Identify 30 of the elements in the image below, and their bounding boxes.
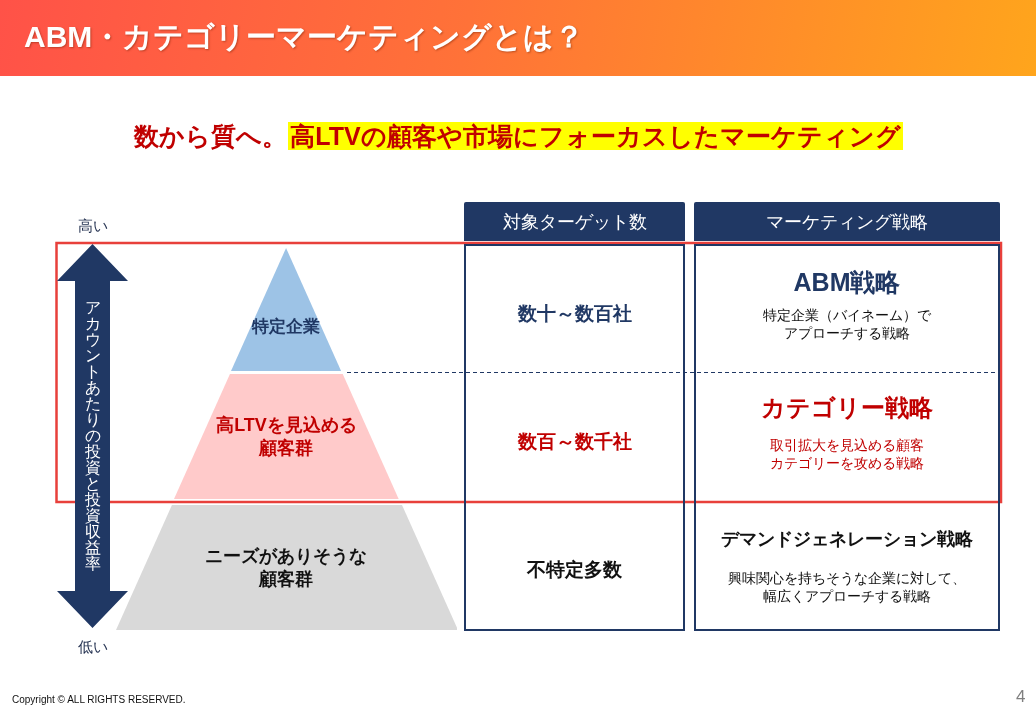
strategy-name: カテゴリー戦略: [761, 393, 933, 424]
axis-label: 低い: [78, 637, 108, 657]
strategy-description: 興味関心を持ちそうな企業に対して、幅広くアプローチする戦略: [727, 568, 967, 606]
column-header: [694, 202, 1000, 241]
pyramid-tier: [115, 505, 458, 630]
header-label: マーケティング戦略: [766, 210, 928, 234]
pyramid-tier: [231, 248, 342, 371]
strategy-name: ABM戦略: [793, 266, 901, 298]
header-label: 対象ターゲット数: [502, 210, 647, 234]
table-column: [464, 244, 685, 631]
target-count: 数百～数千社: [517, 429, 632, 454]
table-column: [694, 244, 1000, 631]
tier-label: 高LTVを見込める顧客群: [215, 413, 358, 460]
pyramid-tier: [174, 374, 399, 499]
subtitle: 数から質へ。: [133, 122, 289, 150]
tier-label: 特定企業: [250, 315, 322, 338]
strategy-description: 取引拡大を見込める顧客カテゴリーを攻める戦略: [769, 435, 925, 473]
double-arrow: [57, 244, 128, 628]
column-header: [464, 202, 685, 241]
page-number: 4: [1016, 687, 1026, 707]
copyright-notice: Copyright © ALL RIGHTS RESERVED.: [12, 694, 186, 705]
tier-label: ニーズがありそうな顧客群: [204, 544, 369, 591]
target-count: 数十～数百社: [517, 301, 632, 326]
target-count: 不特定多数: [527, 557, 622, 582]
arrow-label: アカウントあたりの投資と投資収益率: [84, 300, 101, 572]
highlighted-subtitle: 高LTVの顧客や市場にフォーカスしたマーケティング: [288, 122, 903, 150]
axis-label: 高い: [78, 216, 108, 236]
strategy-name: デマンドジェネレーション戦略: [721, 528, 973, 552]
title: ABM・カテゴリーマーケティングとは？: [24, 19, 585, 55]
strategy-description: 特定企業（バイネーム）でアプローチする戦略: [762, 305, 932, 343]
